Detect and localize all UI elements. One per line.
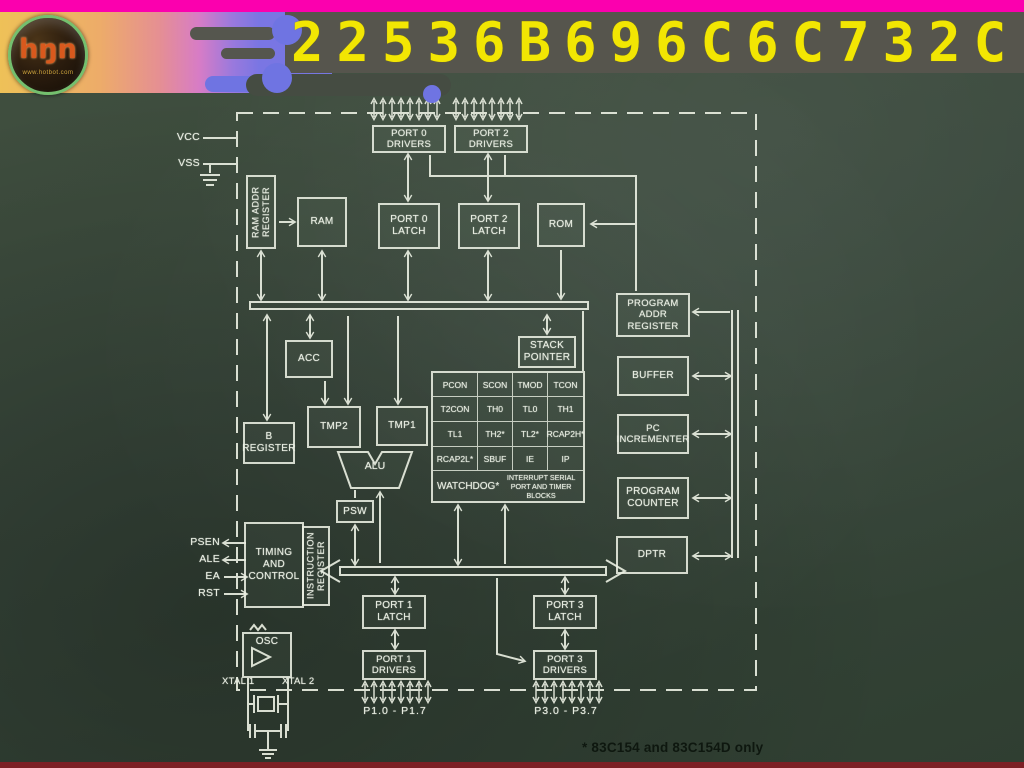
bottom-red-strip xyxy=(0,762,1024,768)
sfr-cell: SCON xyxy=(478,373,513,397)
block-ram-addr-register: RAM ADDR REGISTER xyxy=(246,175,276,249)
sfr-cell: TH2* xyxy=(478,422,513,447)
block-timing-and-control: TIMING AND CONTROL xyxy=(244,522,304,608)
xtal1-pin-label: XTAL 1 xyxy=(222,676,255,687)
banner-gray-bar xyxy=(190,27,275,40)
block-port1-latch: PORT 1 LATCH xyxy=(362,595,426,629)
sfr-cell: TL0 xyxy=(513,397,548,422)
ale-pin-label: ALE xyxy=(199,553,220,565)
sfr-cell: RCAP2L* xyxy=(433,447,478,471)
sfr-register-table: PCON SCON TMOD TCON T2CON TH0 TL0 TH1 TL… xyxy=(431,371,585,503)
banner-magenta-strip xyxy=(0,0,1024,12)
psen-pin-label: PSEN xyxy=(190,536,220,548)
alu-shape xyxy=(336,451,414,489)
banner-blue-dot xyxy=(262,63,292,93)
sfr-cell: IP xyxy=(548,447,583,471)
port3-range-label: P3.0 - P3.7 xyxy=(534,705,598,717)
block-port3-drivers: PORT 3 DRIVERS xyxy=(533,650,597,680)
sfr-cell: T2CON xyxy=(433,397,478,422)
block-tmp2: TMP2 xyxy=(307,406,361,448)
top-bus xyxy=(249,301,589,310)
sfr-cell: PCON xyxy=(433,373,478,397)
xtal2-pin-label: XTAL 2 xyxy=(282,676,315,687)
block-port0-drivers: PORT 0 DRIVERS xyxy=(372,125,446,153)
vss-pin-label: VSS xyxy=(178,157,200,169)
block-port3-latch: PORT 3 LATCH xyxy=(533,595,597,629)
interrupt-serial-timer-note: INTERRUPT SERIAL PORT AND TIMER BLOCKS xyxy=(506,472,576,500)
sfr-cell: RCAP2H* xyxy=(547,422,584,447)
ea-pin-label: EA xyxy=(205,570,220,582)
ticker-panel xyxy=(285,12,1024,73)
block-program-addr-register: PROGRAM ADDR REGISTER xyxy=(616,293,690,337)
banner-gray-bar xyxy=(221,48,275,59)
hex-ticker-text: 22536B696C6C732C xyxy=(291,13,1020,73)
oscillator-circuit xyxy=(247,623,289,759)
port1-range-label: P1.0 - P1.7 xyxy=(363,705,427,717)
block-psw: PSW xyxy=(336,500,374,523)
sfr-cell: TMOD xyxy=(513,373,548,397)
block-alu-label: ALU xyxy=(364,460,386,472)
port2-pin-arrows xyxy=(452,97,523,121)
sfr-cell: TH0 xyxy=(478,397,513,422)
chip-boundary-dashed xyxy=(236,112,757,691)
sfr-cell: TL1 xyxy=(433,422,478,447)
logo-url-text: www.hotbot.com xyxy=(22,70,74,76)
watchdog-label: WATCHDOG* xyxy=(437,480,500,492)
block-stack-pointer: STACK POINTER xyxy=(518,336,576,368)
block-b-register: B REGISTER xyxy=(242,422,295,464)
chalk-lines xyxy=(200,97,757,759)
block-buffer: BUFFER xyxy=(617,356,689,396)
sfr-cell: TL2* xyxy=(513,422,548,447)
banner-blue-dot xyxy=(272,15,302,45)
banner-dark-blob xyxy=(246,74,451,96)
block-program-counter: PROGRAM COUNTER xyxy=(617,477,689,519)
sfr-cell: TH1 xyxy=(548,397,583,422)
block-port2-drivers: PORT 2 DRIVERS xyxy=(454,125,528,153)
block-acc: ACC xyxy=(285,340,333,378)
block-instruction-register: INSTRUCTION REGISTER xyxy=(302,526,330,606)
right-bus xyxy=(731,310,739,558)
sfr-cell: IE xyxy=(513,447,548,471)
port3-pin-arrows xyxy=(532,680,603,704)
block-port1-drivers: PORT 1 DRIVERS xyxy=(362,650,426,680)
channel-logo-badge: hŋn www.hotbot.com xyxy=(8,15,88,95)
main-bus xyxy=(319,559,627,583)
block-port2-latch: PORT 2 LATCH xyxy=(458,203,520,249)
sfr-cell: TCON xyxy=(548,373,583,397)
block-port0-latch: PORT 0 LATCH xyxy=(378,203,440,249)
footnote-83c154: * 83C154 and 83C154D only xyxy=(582,740,764,755)
block-ram: RAM xyxy=(297,197,347,247)
block-tmp1: TMP1 xyxy=(376,406,428,446)
banner-blue-dot xyxy=(423,85,441,103)
block-pc-incrementer: PC INCREMENTER xyxy=(617,414,689,454)
block-osc: OSC xyxy=(242,632,292,678)
block-rom: ROM xyxy=(537,203,585,247)
vcc-pin-label: VCC xyxy=(176,131,200,143)
port1-pin-arrows xyxy=(361,680,432,704)
power-wires xyxy=(200,137,238,186)
logo-text: hŋn xyxy=(19,34,77,65)
rst-pin-label: RST xyxy=(198,587,220,599)
sfr-cell: SBUF xyxy=(478,447,513,471)
block-dptr: DPTR xyxy=(616,536,688,574)
